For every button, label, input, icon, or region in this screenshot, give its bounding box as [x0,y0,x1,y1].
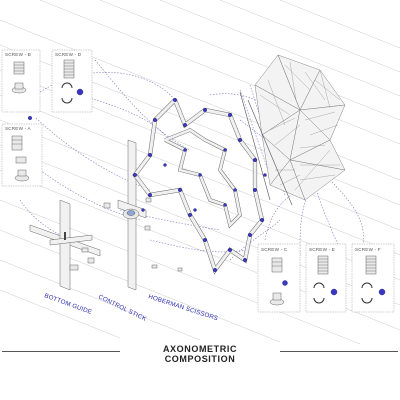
control-stick-assembly [81,139,183,291]
panel-screw-c: SCREW - C [257,243,301,313]
panel-screw-d: SCREW - D [51,49,93,113]
triangular-canopy [239,54,346,206]
panel-label: SCREW - E [309,247,335,252]
callout-bottom-guide: BOTTOM GUIDE [43,292,92,316]
caption-row: AXONOMETRIC COMPOSITION [0,339,400,364]
panel-label: SCREW - B [5,52,31,57]
hoberman-scissors [28,97,267,275]
panel-label: SCREW - C [261,247,288,252]
panel-screw-e: SCREW - E [305,243,347,313]
panel-screw-a: SCREW - A [1,123,43,187]
caption-title: AXONOMETRIC COMPOSITION [162,344,238,364]
panel-label: SCREW - F [355,247,381,252]
panel-label: SCREW - D [55,52,82,57]
bottom-guide-assembly [29,199,101,291]
guide-lines [0,0,400,345]
caption-rule-left [2,351,120,352]
callout-control-stick: CONTROL STICK [97,294,148,324]
callout-hoberman-scissors: HOBERMAN SCISSORS [147,293,218,322]
panel-screw-b: SCREW - B [1,49,41,113]
panel-screw-f: SCREW - F [351,243,395,313]
caption-rule-right [280,351,398,352]
scissor-pins [28,97,267,273]
panel-label: SCREW - A [5,126,32,131]
